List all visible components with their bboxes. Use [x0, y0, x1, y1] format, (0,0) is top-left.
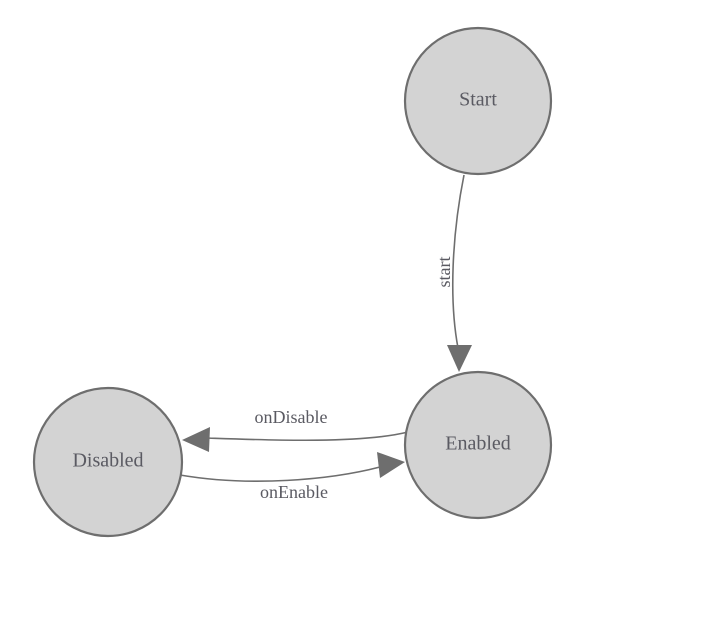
- node-disabled-label: Disabled: [72, 450, 143, 472]
- arrowhead-into-enabled-left: [377, 452, 405, 478]
- edge-start-to-enabled-path: [452, 174, 465, 349]
- arrowhead-into-enabled-top: [447, 345, 472, 372]
- edge-start-to-enabled[interactable]: start: [434, 174, 472, 372]
- node-enabled[interactable]: Enabled: [403, 370, 553, 520]
- edge-enabled-to-disabled[interactable]: onDisable: [182, 407, 409, 452]
- node-enabled-circle: [403, 370, 553, 520]
- edge-label-onenable: onEnable: [260, 482, 328, 502]
- node-enabled-label: Enabled: [445, 433, 511, 455]
- edge-disabled-to-enabled[interactable]: onEnable: [179, 452, 405, 502]
- edge-enabled-to-disabled-path: [204, 431, 409, 442]
- edge-label-start: start: [434, 257, 454, 288]
- node-start[interactable]: Start: [403, 26, 553, 176]
- node-start-circle: [403, 26, 553, 176]
- node-disabled-circle: [32, 386, 184, 538]
- arrowhead-into-disabled: [182, 427, 210, 452]
- edge-label-ondisable: onDisable: [255, 407, 328, 427]
- node-start-label: Start: [459, 89, 497, 111]
- edge-disabled-to-enabled-path: [179, 466, 381, 482]
- node-disabled[interactable]: Disabled: [32, 386, 184, 538]
